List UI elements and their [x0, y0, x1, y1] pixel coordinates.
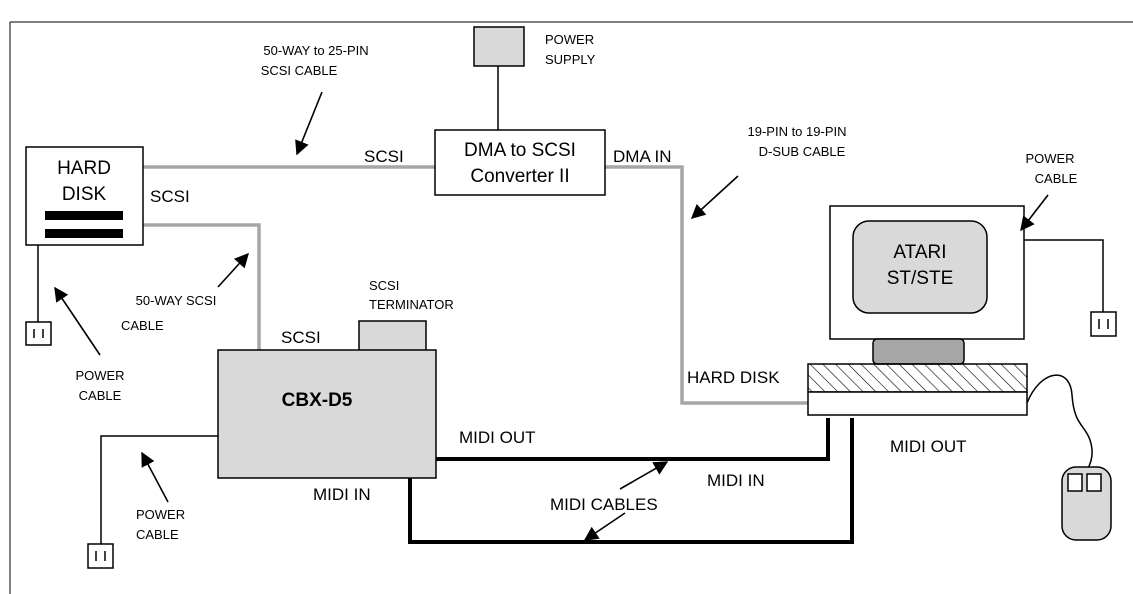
pointer-arrows	[54, 91, 1049, 541]
grey-cables	[143, 165, 808, 405]
arrow-midi-cables-down	[583, 512, 626, 541]
hard-disk-label-line2: DISK	[62, 184, 107, 205]
atari-computer	[807, 205, 1028, 416]
cbx-d5-label: CBX-D5	[282, 390, 353, 411]
power-cable-atari-label-line2: CABLE	[1035, 171, 1078, 186]
atari-monitor-stand	[872, 338, 965, 365]
power-supply-label-line1: POWER	[545, 32, 594, 47]
atari-label-line2: ST/STE	[887, 268, 954, 289]
power-cable-hd-label-line1: POWER	[75, 368, 124, 383]
terminator-label-line2: TERMINATOR	[369, 297, 454, 312]
power-supply-label-line2: SUPPLY	[545, 52, 596, 67]
power-cable-atari-label-line1: POWER	[1025, 151, 1074, 166]
midi-in-cbx-label: MIDI IN	[313, 485, 371, 504]
converter-label-line1: DMA to SCSI	[464, 140, 576, 161]
scsi-label-cbx: SCSI	[281, 328, 321, 347]
arrow-power-cable-hd	[54, 286, 101, 356]
power-cable-cbx	[100, 435, 218, 544]
scsi-terminator	[358, 320, 427, 352]
power-plug-cbx-icon	[87, 543, 114, 569]
scsi-cable-hd-to-cbx	[143, 223, 261, 350]
atari-screen	[852, 220, 988, 314]
arrow-dsub-cable	[690, 175, 739, 219]
diagram-frame	[9, 21, 1133, 594]
power-plug-atari-icon	[1090, 311, 1117, 337]
power-supply	[473, 26, 525, 67]
power-cable-atari	[1024, 239, 1104, 312]
labels: HARD DISK SCSI 50-WAY to 25-PIN SCSI CAB…	[57, 32, 1078, 542]
midi-in-atari-label: MIDI IN	[707, 471, 765, 490]
arrow-power-cable-atari	[1020, 194, 1049, 232]
hard-disk-port-label: HARD DISK	[687, 368, 780, 387]
midi-cables-label: MIDI CABLES	[550, 495, 658, 514]
mouse-icon	[1061, 466, 1112, 541]
arrow-50-way-cable	[217, 252, 249, 288]
midi-cable-cbx-out-to-atari-in	[436, 418, 830, 461]
terminator-label-line1: SCSI	[369, 278, 399, 293]
midi-out-atari-label: MIDI OUT	[890, 437, 967, 456]
atari-keyboard	[807, 363, 1028, 393]
power-cable-cbx-label-line1: POWER	[136, 507, 185, 522]
dsub-cable-label-line1: 19-PIN to 19-PIN	[748, 124, 847, 139]
scsi-label-converter: SCSI	[364, 147, 404, 166]
hard-disk-bar-1-icon	[45, 211, 123, 220]
power-cables	[37, 66, 1104, 544]
mouse-cable	[1026, 374, 1093, 471]
hard-disk-label-line1: HARD	[57, 158, 111, 179]
dma-to-scsi-converter	[434, 129, 606, 196]
hard-disk-bar-2-icon	[45, 229, 123, 238]
cbx-d5-unit	[217, 349, 437, 479]
scsi-cable-50-way-label-line1: 50-WAY SCSI	[136, 293, 217, 308]
scsi-cable-50-to-25-label-line1: 50-WAY to 25-PIN	[263, 43, 368, 58]
midi-cable-cbx-in-to-atari-out	[408, 418, 854, 544]
black-cables	[408, 418, 854, 544]
arrow-midi-cables-up	[619, 461, 669, 490]
midi-out-cbx-label: MIDI OUT	[459, 428, 536, 447]
atari-label-line1: ATARI	[893, 242, 946, 263]
arrow-power-cable-cbx	[141, 451, 169, 503]
scsi-cable-50-way-label-line2: CABLE	[121, 318, 164, 333]
dsub-cable-label-line2: D-SUB CABLE	[759, 144, 846, 159]
power-cable-hd-label-line2: CABLE	[79, 388, 122, 403]
atari-base	[807, 391, 1028, 416]
hard-disk	[25, 146, 144, 246]
converter-label-line2: Converter II	[470, 166, 569, 187]
power-plug-hd-icon	[25, 321, 52, 346]
arrow-50-to-25-cable	[295, 91, 323, 156]
power-cable-cbx-label-line2: CABLE	[136, 527, 179, 542]
dma-in-label: DMA IN	[613, 147, 672, 166]
scsi-label-hard-disk: SCSI	[150, 187, 190, 206]
dsub-cable-converter-to-atari	[605, 165, 808, 405]
scsi-cable-50-to-25-label-line2: SCSI CABLE	[261, 63, 338, 78]
